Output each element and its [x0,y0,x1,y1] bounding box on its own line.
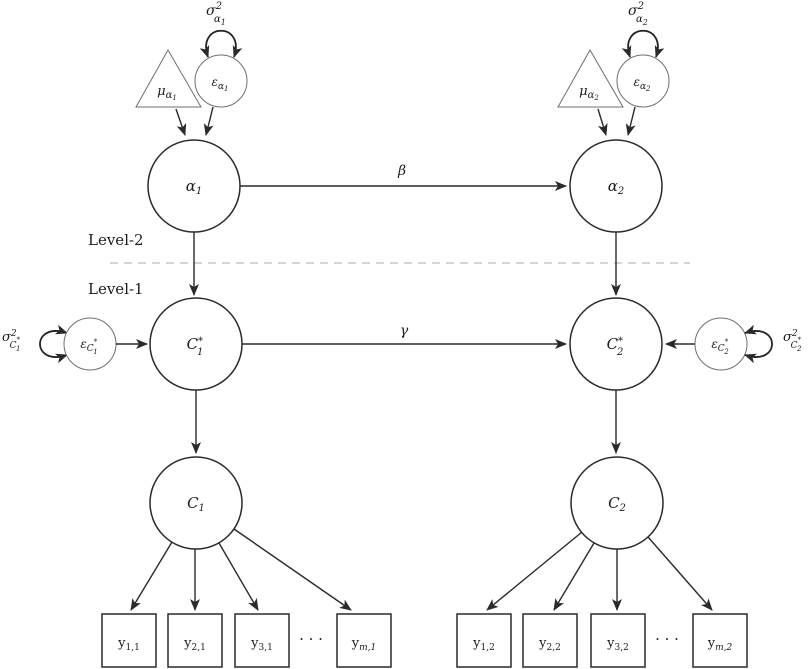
eps-alpha2-label: εα2 [634,75,652,93]
level-1-label: Level-1 [88,280,144,298]
cstar2-variance-self-loop-arrow [744,324,773,364]
c2-to-y12-arrow [486,531,583,611]
gamma-label: γ [400,323,409,339]
y11-label: y1,1 [117,636,140,653]
y21-label: y2,1 [183,636,206,653]
y21-indicator-box [167,613,223,668]
ellipsis-left: · · · [299,630,323,648]
ym1-label: ym,1 [351,636,376,653]
mu-alpha1-label: μα1 [157,84,177,102]
c1-node [149,456,243,550]
y31-indicator-box [234,613,290,668]
y12-indicator-box [456,613,512,668]
cstar1-variance-self-loop-arrow [39,324,68,364]
c2-to-y22-arrow [553,542,595,611]
y32-label: y3,2 [606,636,629,653]
eps-alpha2-node [616,54,670,108]
c1-to-y11-arrow [130,541,173,611]
eps-cstar1-label: εC*1 [80,337,97,356]
mu-alpha2-to-alpha2-arrow [597,108,608,136]
cstar2-label: C*2 [607,335,624,358]
mu-alpha1-to-alpha1-arrow [175,108,187,136]
eps-alpha1-node [194,54,248,108]
ym2-label: ym,2 [707,636,733,653]
mu-alpha2-triangle [557,48,624,108]
alpha2-label: α2 [608,177,625,197]
level-2-label: Level-2 [88,231,144,249]
c1-label: C1 [187,494,205,514]
ym2-indicator-box [692,613,748,668]
c2-to-ym2-arrow [647,536,713,611]
alpha2-variance-self-loop-arrow [621,29,665,58]
alpha1-label: α1 [186,177,203,197]
alpha1-variance-self-loop-arrow [199,29,243,58]
cstar1-label: C*1 [187,335,204,358]
c1-to-ym1-arrow [233,528,352,611]
mu-alpha2-label: μα2 [579,84,599,102]
y12-label: y1,2 [472,636,495,653]
eps-alpha1-to-alpha1-arrow [203,106,214,136]
eps-cstar2-label: εC*2 [711,337,729,356]
y11-indicator-box [101,613,157,668]
mu-alpha1-triangle [135,48,202,108]
y22-indicator-box [522,613,578,668]
eps-alpha2-to-alpha2-arrow [625,106,636,136]
y31-label: y3,1 [250,636,273,653]
c2-label: C2 [608,494,626,514]
beta-label: β [397,163,406,179]
y32-indicator-box [590,613,646,668]
ellipsis-right: · · · [655,630,679,648]
c1-to-y31-arrow [218,542,259,611]
y22-label: y2,2 [538,636,561,653]
ym1-indicator-box [336,613,392,668]
eps-alpha1-label: εα1 [212,75,229,93]
